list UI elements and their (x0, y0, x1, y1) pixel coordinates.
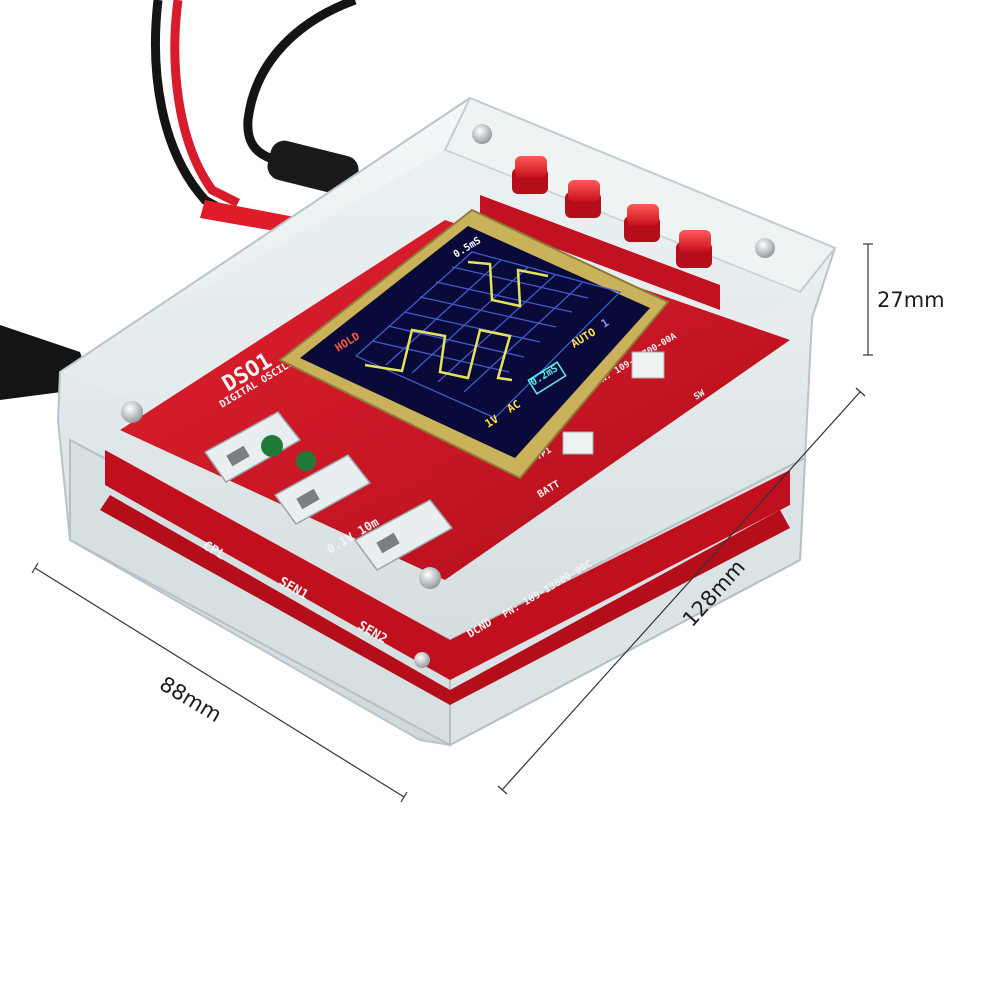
case-screws (121, 124, 775, 668)
screen-grid (354, 251, 622, 419)
toggle-slider (562, 431, 594, 455)
signal-trace-upper (467, 260, 549, 308)
screw-icon (472, 124, 492, 144)
screw-icon (419, 567, 441, 589)
screw-icon (121, 401, 143, 423)
trimmer-icon (261, 435, 283, 457)
signal-trace (364, 328, 513, 382)
screw-icon (755, 238, 775, 258)
slide-switches (203, 351, 665, 571)
red-push-button (624, 204, 660, 242)
screw-icon (414, 652, 430, 668)
red-push-button (512, 156, 548, 194)
red-push-button (565, 180, 601, 218)
lcd-display: HOLD 0.5mS AUTO 1 1V AC 0.2mS (278, 208, 670, 480)
red-push-button (676, 230, 712, 268)
black-probe-plug (267, 140, 359, 196)
dimension-height: 27mm (863, 243, 945, 356)
screen-volts: 1V (483, 412, 501, 430)
toggle-slider (631, 351, 665, 379)
push-buttons (480, 156, 720, 310)
screen-coupling: AC (505, 397, 523, 415)
trimmer-icon (296, 451, 316, 471)
height-label: 27mm (877, 288, 945, 312)
